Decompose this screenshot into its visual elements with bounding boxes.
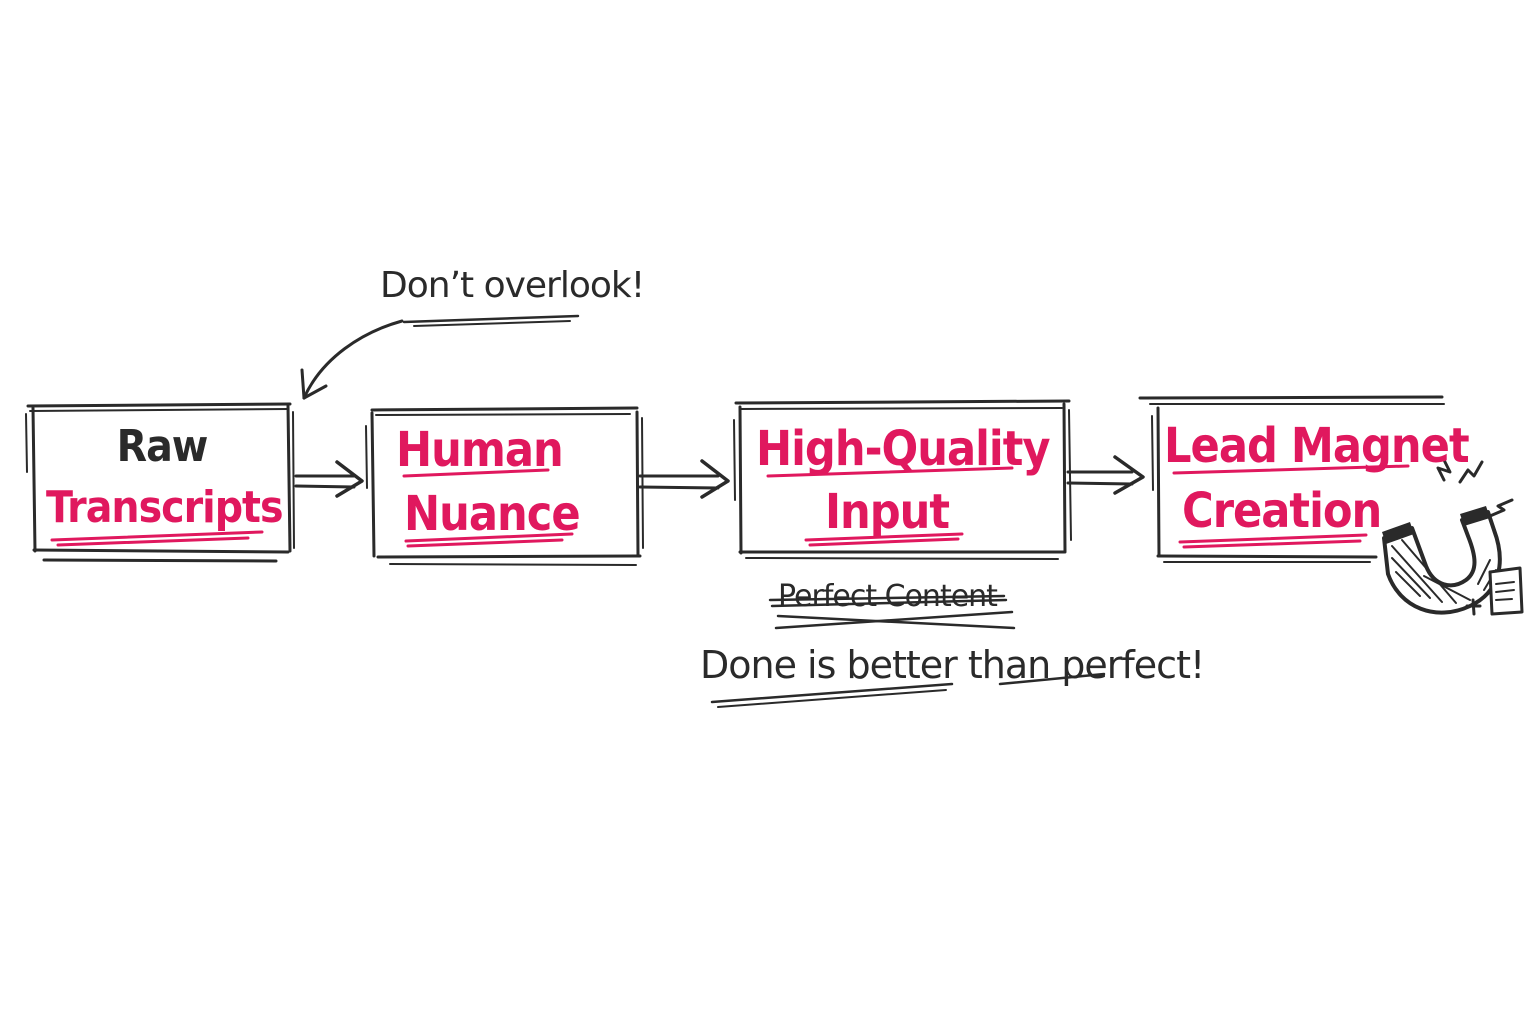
motto-text: Done is better than perfect! [700, 643, 1205, 687]
box-raw-transcripts-frame [25, 402, 295, 563]
high-quality-input-line2: Input [824, 484, 950, 540]
callout-text: Don’t overlook! [380, 265, 645, 306]
arrow-1 [294, 460, 364, 498]
arrow-3 [1066, 455, 1145, 495]
strikethrough-lines [768, 594, 1016, 630]
raw-transcripts-line1: Raw [116, 421, 209, 472]
high-quality-input-line1: High-Quality [756, 421, 1050, 477]
box-lead-magnet-creation-frame [1138, 395, 1445, 563]
box-human-nuance-frame [365, 406, 644, 566]
plus-icon [1465, 598, 1482, 616]
label-underlines [50, 464, 1410, 549]
human-nuance-line2: Nuance [404, 486, 581, 542]
callout-underline [402, 314, 580, 327]
lead-magnet-creation-line1: Lead Magnet [1164, 418, 1470, 474]
motto-underlines [710, 672, 1106, 708]
arrow-2 [638, 459, 730, 499]
callout-arrow [300, 319, 404, 400]
crossed-out-text: Perfect Content [778, 579, 998, 614]
lead-magnet-creation-line2: Creation [1182, 483, 1382, 539]
box-high-quality-input-frame [733, 399, 1072, 560]
human-nuance-line1: Human [396, 422, 564, 478]
magnet-icon [1382, 458, 1514, 615]
document-icon [1488, 566, 1524, 616]
raw-transcripts-line2: Transcripts [46, 482, 284, 533]
